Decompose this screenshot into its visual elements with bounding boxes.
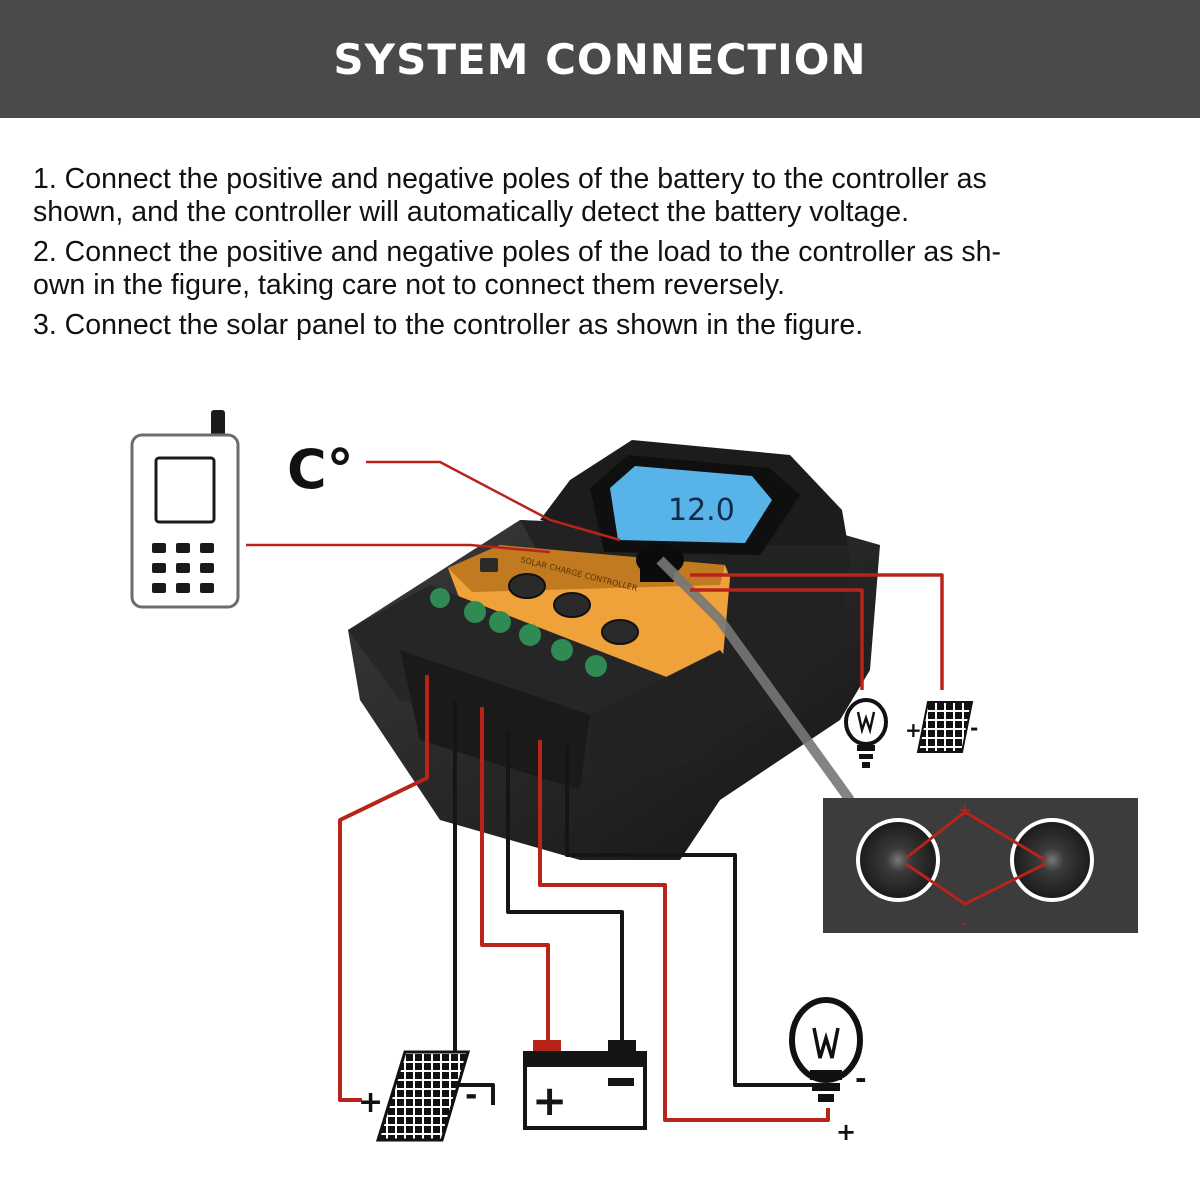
instruction-step-3: 3. Connect the solar panel to the contro… [33, 309, 1193, 342]
instruction-step-1: 1. Connect the positive and negative pol… [33, 163, 1193, 229]
terminal-screws [430, 588, 607, 677]
small-solar-plus: + [905, 718, 922, 742]
charge-controller: 12.0 SOLAR CHARGE CONTROLLER [348, 440, 880, 860]
lightbulb-icon: - + [789, 997, 867, 1146]
step-1-line-2: shown, and the controller will automatic… [33, 196, 910, 228]
lcd-display: 12.0 [590, 455, 800, 555]
pointer-lines [246, 460, 855, 803]
small-solar-minus: - [970, 716, 978, 740]
page-title: SYSTEM CONNECTION [333, 34, 867, 84]
step-2-line-1: 2. Connect the positive and negative pol… [33, 236, 1002, 268]
battery-minus-sign [608, 1078, 634, 1086]
bulb-plus-label: + [836, 1118, 856, 1146]
control-buttons [508, 573, 639, 645]
phone-icon [130, 410, 240, 609]
solar-panel-icon: + - [358, 1050, 477, 1142]
battery-icon: + [523, 1040, 647, 1130]
header-bar: SYSTEM CONNECTION [0, 0, 1200, 118]
solar-plus-label: + [358, 1085, 383, 1120]
temperature-label: C° [287, 438, 354, 501]
inset-plus-label: + [958, 800, 971, 819]
instructions: 1. Connect the positive and negative pol… [33, 163, 1193, 349]
inset-minus-label: - [961, 914, 967, 933]
bulb-minus-label: - [855, 1062, 867, 1095]
step-1-line-1: 1. Connect the positive and negative pol… [33, 163, 987, 195]
instruction-step-2: 2. Connect the positive and negative pol… [33, 236, 1193, 302]
step-2-line-2: own in the figure, taking care not to co… [33, 269, 785, 301]
lcd-reading: 12.0 [668, 493, 735, 528]
lightbulb-icon [844, 698, 888, 768]
solar-panel-icon: + - [905, 701, 978, 753]
step-3-line-1: 3. Connect the solar panel to the contro… [33, 309, 864, 341]
battery-plus-label: + [532, 1076, 567, 1125]
usb-output-wires [690, 573, 944, 690]
status-indicator [480, 558, 498, 572]
terminal-wires [338, 675, 830, 1122]
usb-port-inset: + - [823, 798, 1138, 933]
solar-minus-label: - [465, 1078, 477, 1113]
